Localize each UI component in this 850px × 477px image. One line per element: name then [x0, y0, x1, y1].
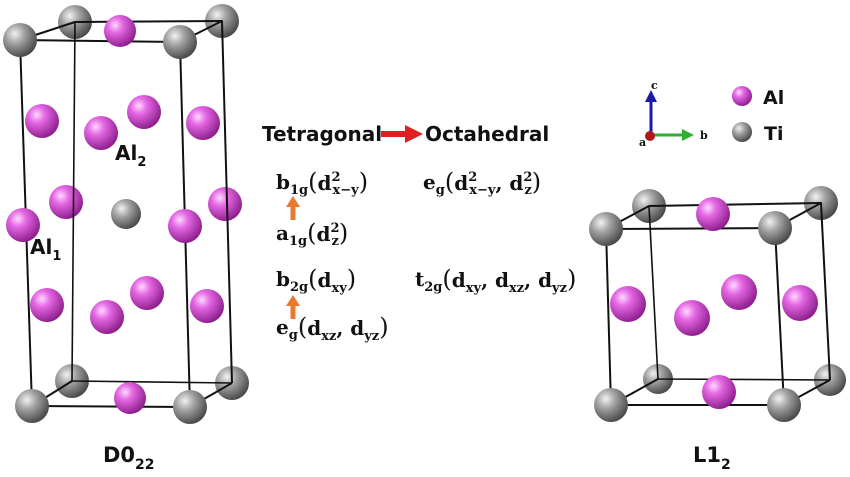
ti-atom — [173, 390, 207, 424]
al-atom — [6, 208, 40, 242]
b2g-level-label: b2g(dxy​) — [276, 265, 356, 296]
ti-atom — [15, 389, 49, 423]
t2g-level-label: t2g(dxy​, dxz​, dyz​) — [415, 265, 576, 296]
al-atom — [90, 300, 124, 334]
al-atom — [25, 104, 59, 138]
legend: Al Ti — [732, 86, 784, 145]
al-atom — [114, 382, 146, 414]
al1-site-label: Al1 — [30, 235, 61, 264]
l12-unit-cell: L12 — [589, 186, 846, 473]
d022-back-atoms — [49, 4, 249, 400]
al-atom — [104, 15, 136, 47]
al-legend-marker — [732, 86, 752, 106]
d022-unit-cell: Al2 Al1 D022 — [3, 4, 249, 473]
ti-legend-label: Ti — [764, 123, 783, 145]
a1g-level-label: a1g(d2z​) — [276, 219, 348, 249]
octahedral-label: Octahedral — [425, 122, 549, 146]
ti-atom — [589, 212, 623, 246]
ti-atom — [594, 388, 628, 422]
ti-atom — [163, 25, 197, 59]
l12-front-atoms — [589, 197, 801, 422]
transition-header: Tetragonal Octahedral — [262, 122, 549, 146]
eg-octahedral-level-label: eg(d2x−y​, d2z​) — [423, 168, 541, 198]
al-atom — [674, 300, 710, 336]
l12-structure-label: L12 — [693, 443, 731, 473]
axis-c-label: c — [651, 79, 658, 92]
axis-b-label: b — [700, 129, 708, 142]
al-atom — [84, 116, 118, 150]
d022-front-atoms — [3, 15, 224, 424]
al-atom — [782, 285, 818, 321]
al-atom — [186, 106, 220, 140]
al-legend-label: Al — [763, 87, 784, 109]
eg-tetragonal-level-label: eg(dxz​, dyz​) — [276, 313, 389, 344]
axes-indicator: c b a — [639, 79, 708, 149]
red-arrow-head — [405, 125, 423, 143]
al-atom — [208, 187, 242, 221]
al-atom — [130, 276, 164, 310]
d022-structure-label: D022 — [103, 443, 155, 473]
al-atom — [702, 375, 736, 409]
al-atom — [30, 288, 64, 322]
orange-arrow-lower — [286, 295, 300, 319]
al-atom — [127, 95, 161, 129]
orange-arrow-upper — [286, 196, 300, 220]
ti-atom — [767, 388, 801, 422]
ti-atom — [758, 211, 792, 245]
al-atom — [721, 274, 757, 310]
axis-a-label: a — [639, 136, 646, 149]
al-atom — [49, 185, 83, 219]
al-atom — [696, 197, 730, 231]
al2-site-label: Al2 — [115, 141, 146, 170]
ti-atom — [3, 23, 37, 57]
al-atom — [610, 286, 646, 322]
al-atom — [168, 209, 202, 243]
b1g-level-label: b1g(d2x−y​) — [276, 168, 368, 198]
al-atom — [190, 289, 224, 323]
ti-atom — [111, 199, 141, 229]
splitting-arrows — [286, 196, 300, 319]
tetragonal-label: Tetragonal — [262, 122, 382, 146]
orbital-levels: b1g(d2x−y​) a1g(d2z​) b2g(dxy​) eg(dxz​, dy… — [276, 168, 576, 344]
ti-legend-marker — [732, 122, 752, 142]
